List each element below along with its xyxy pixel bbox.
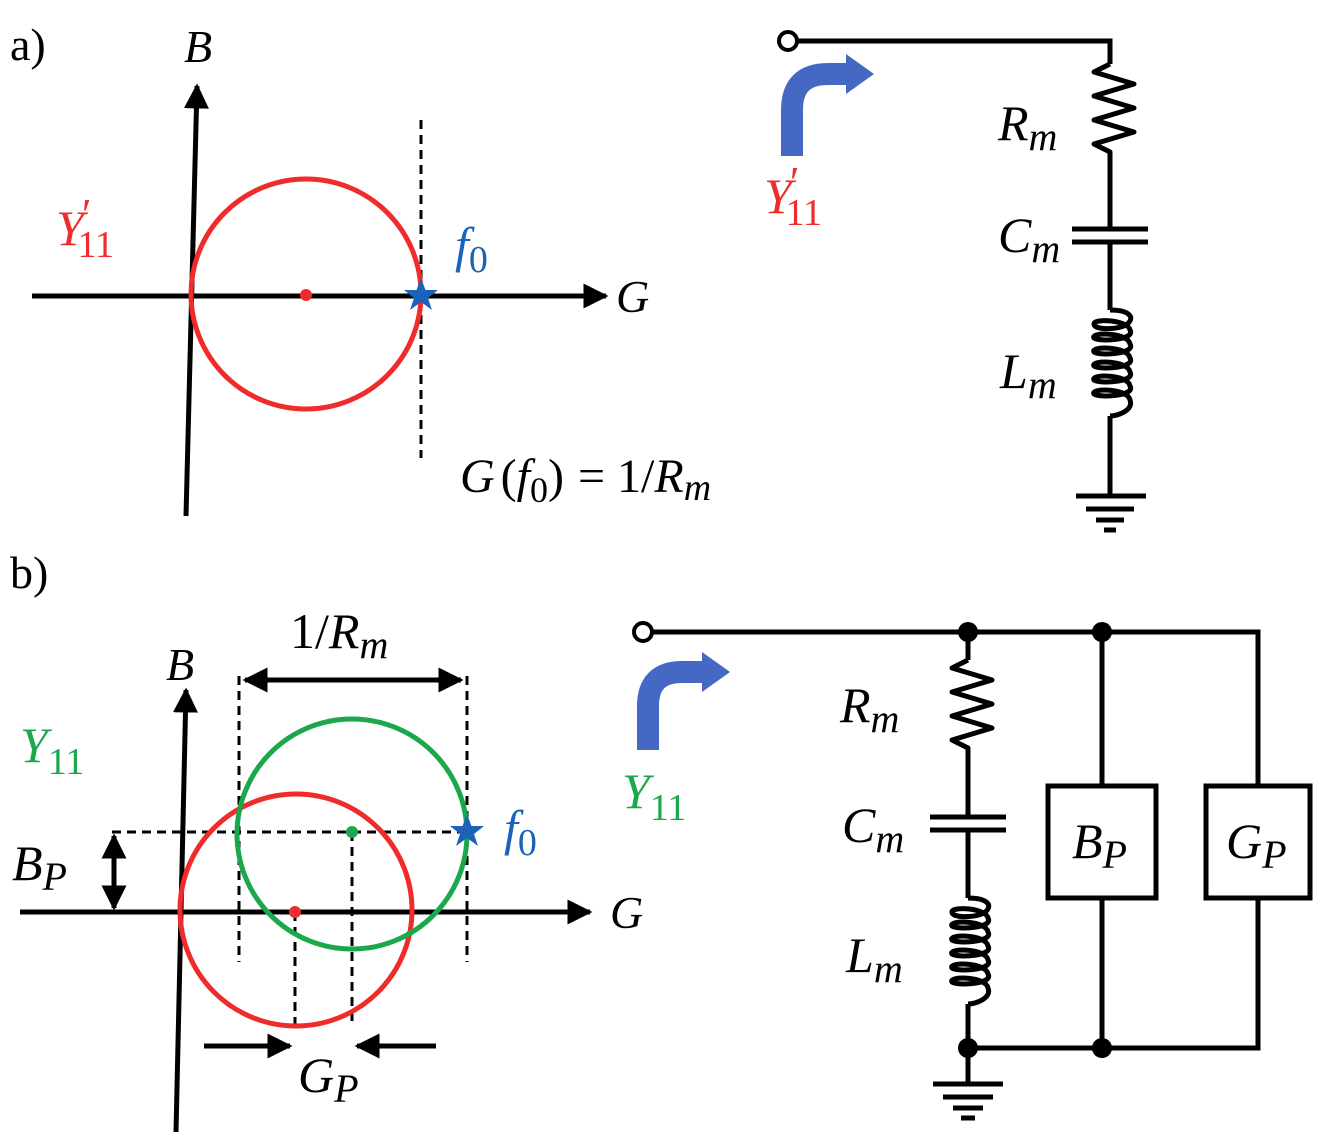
resistor-rm: [949, 657, 995, 760]
input-terminal: [632, 621, 654, 643]
width-label: 1/Rm: [290, 603, 388, 667]
f0-star-icon: [404, 278, 438, 310]
y11-prime-label: Y′11: [56, 190, 114, 266]
panel-b: b) B G 1/Rm BP GP f0 Y11: [10, 547, 643, 1133]
input-arrow-icon: [637, 661, 704, 750]
inductor-lm: [1091, 307, 1134, 419]
gp-box-label: GP: [1226, 813, 1287, 877]
panel-a: a) B G Y′11 f0 G(f0)= 1/Rm: [10, 19, 711, 517]
b-axis-label: B: [184, 21, 212, 72]
g-axis-label: G: [610, 887, 643, 938]
bp-box: [1045, 783, 1159, 901]
top-wire: [797, 38, 1113, 64]
f0-star-icon: [450, 814, 484, 846]
admittance-circle-mechanical: [177, 791, 415, 1029]
circuit-a: Y′11 Rm Cm Lm: [764, 30, 1148, 533]
g-axis-label: G: [616, 271, 649, 322]
red-center-dot: [289, 906, 301, 918]
panel-b-label: b): [10, 547, 48, 598]
circuit-b: BP GP Y11 Rm Cm Lm: [622, 621, 1313, 1121]
input-terminal: [777, 30, 799, 52]
conductance-equation: G(f0)= 1/Rm: [460, 450, 711, 510]
top-wire: [652, 629, 1261, 786]
b-axis-label: B: [166, 639, 194, 690]
green-center-dot: [346, 826, 358, 838]
resistor-rm: [1091, 61, 1137, 168]
gp-label: GP: [298, 1047, 359, 1111]
junction-dot: [958, 1038, 978, 1058]
lm-label: Lm: [999, 343, 1057, 407]
input-y11-label: Y11: [622, 763, 686, 829]
junction-dot: [1092, 1038, 1112, 1058]
y11-label: Y11: [20, 717, 84, 783]
panel-a-label: a): [10, 19, 46, 70]
cm-label: Cm: [842, 797, 904, 861]
f0-label: f0: [455, 217, 488, 281]
input-arrow-head-icon: [702, 652, 730, 692]
cm-label: Cm: [998, 207, 1060, 271]
rm-label: Rm: [839, 677, 899, 741]
f0-label: f0: [504, 800, 537, 864]
bp-box-label: BP: [1072, 813, 1127, 877]
input-arrow-icon: [781, 63, 848, 156]
inductor-lm: [949, 895, 992, 1007]
rm-label: Rm: [997, 95, 1057, 159]
lm-label: Lm: [845, 927, 903, 991]
bottom-wire: [968, 898, 1261, 1051]
circle-center-dot: [300, 289, 312, 301]
input-y11-prime-label: Y′11: [764, 158, 822, 234]
bp-label: BP: [12, 835, 67, 899]
input-arrow-head-icon: [846, 54, 874, 94]
